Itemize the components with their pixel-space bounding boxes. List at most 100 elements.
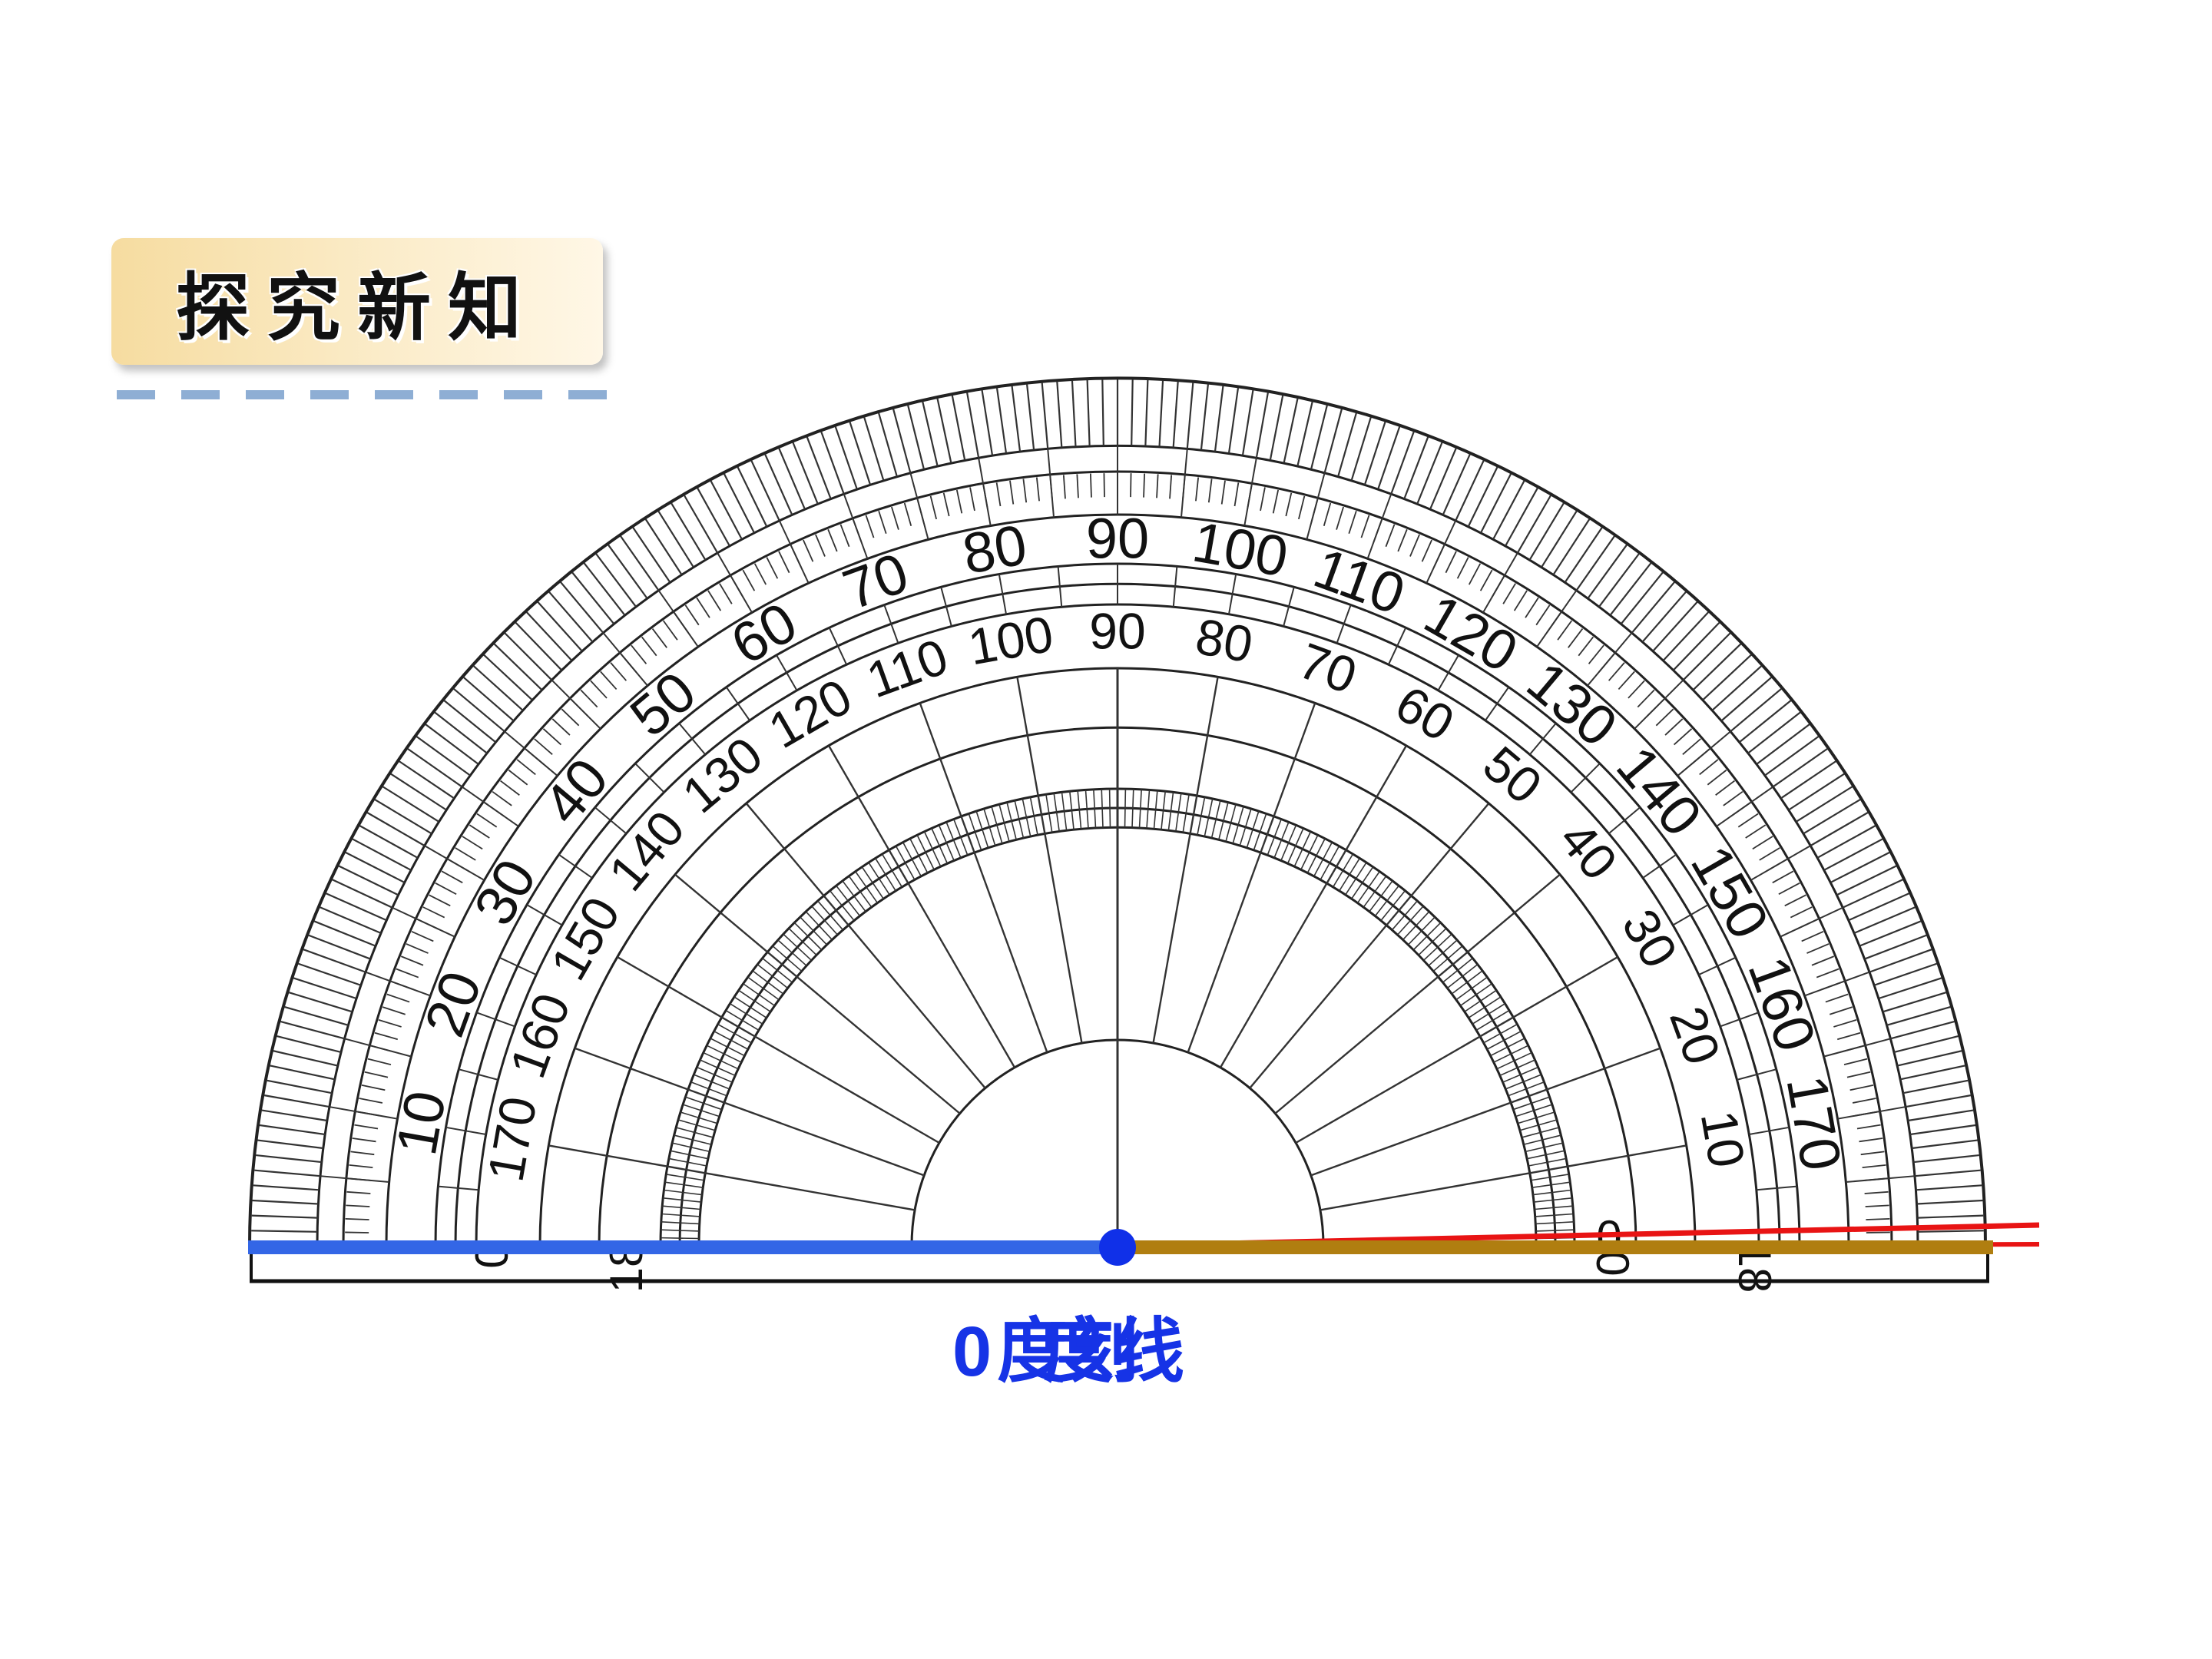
mid-degree-tick <box>500 780 520 796</box>
outer-degree-tick <box>697 487 730 547</box>
inner-degree-tick <box>1522 1127 1559 1138</box>
outer-degree-tick <box>338 865 399 896</box>
mid-degree-tick <box>1445 551 1457 574</box>
mid-degree-tick <box>1182 475 1186 500</box>
mid-degree-tick <box>492 790 512 806</box>
mid-degree-tick <box>346 1204 370 1207</box>
radial-ten-degree-line <box>1310 1047 1661 1177</box>
mid-degree-tick <box>1348 510 1357 534</box>
outer-degree-tick <box>1842 879 1903 909</box>
mid-degree-tick <box>1833 1019 1857 1028</box>
outer-degree-tick <box>493 643 543 690</box>
outer-degree-tick <box>632 527 671 583</box>
outer-degree-tick <box>1893 1035 1959 1053</box>
outer-degree-tick <box>1830 851 1890 883</box>
mid-degree-tick <box>803 539 814 562</box>
inner-degree-tick <box>690 1081 727 1097</box>
inner-degree-tick <box>916 834 935 870</box>
mid-degree-tick <box>1715 780 1735 796</box>
mid-degree-tick <box>641 636 657 657</box>
radial-ten-degree-line <box>1249 803 1490 1089</box>
mid-degree-tick <box>1310 499 1319 523</box>
outer-degree-tick <box>1492 480 1525 540</box>
inner-band-tick <box>1720 1012 1759 1028</box>
inner-band-tick <box>558 853 593 879</box>
outer-degree-tick <box>284 1006 349 1026</box>
outer-degree-tick <box>1796 786 1853 823</box>
outer-degree-tick <box>1652 601 1698 652</box>
outer-degree-tick <box>548 591 594 643</box>
mid-degree-tick <box>1849 1084 1874 1091</box>
mid-degree-tick <box>1433 545 1445 568</box>
inner-degree-tick <box>1077 790 1082 830</box>
outer-degree-tick <box>1711 665 1763 711</box>
mid-degree-tick <box>1825 993 1849 1003</box>
inner-degree-tick <box>1061 792 1068 831</box>
outer-degree-tick <box>504 632 552 680</box>
mid-degree-tick <box>1456 557 1469 579</box>
inner-degree-tick <box>909 838 929 873</box>
inner-degree-tick <box>793 922 823 951</box>
inner-degree-tick <box>1267 819 1282 856</box>
inner-degree-tick <box>923 831 942 867</box>
inner-scale-label: 160 <box>498 986 581 1085</box>
inner-degree-tick <box>1286 828 1304 864</box>
mid-degree-tick <box>1673 728 1693 746</box>
mid-degree-tick <box>1502 583 1516 604</box>
mid-degree-tick <box>1855 1111 1879 1117</box>
inner-scale-label: 90 <box>1089 602 1145 659</box>
mid-degree-tick <box>391 981 415 991</box>
outer-degree-tick <box>293 977 357 1000</box>
outer-scale-label: 60 <box>720 590 807 677</box>
outer-degree-tick <box>259 1124 326 1136</box>
outer-degree-tick <box>1788 773 1845 811</box>
inner-scale-label: 50 <box>1473 735 1553 815</box>
inner-degree-tick <box>1124 789 1127 828</box>
outer-degree-tick <box>1905 1094 1972 1108</box>
mid-degree-tick <box>542 728 562 746</box>
mid-degree-tick <box>1790 906 1813 919</box>
mid-degree-tick <box>1866 1217 1890 1220</box>
outer-degree-tick <box>1416 442 1443 505</box>
inner-degree-tick <box>762 957 793 983</box>
mid-degree-tick <box>1840 1045 1864 1053</box>
outer-degree-tick <box>352 838 412 871</box>
inner-band-tick <box>1437 654 1459 691</box>
protractor-ticks <box>251 379 1984 1247</box>
inner-degree-tick <box>805 911 833 940</box>
outer-degree-tick <box>737 466 768 527</box>
inner-band-tick <box>526 904 563 926</box>
outer-degree-tick <box>257 1139 323 1150</box>
outer-degree-tick <box>1011 386 1022 452</box>
outer-degree-tick <box>1609 562 1652 616</box>
outer-degree-tick <box>298 962 362 986</box>
mid-degree-tick <box>955 489 963 514</box>
outer-degree-tick <box>1241 389 1254 456</box>
inner-degree-tick <box>663 1197 702 1203</box>
mid-degree-tick <box>441 870 463 884</box>
mid-degree-tick <box>1859 1137 1883 1143</box>
mid-degree-tick <box>476 813 498 828</box>
mid-degree-tick <box>600 671 618 690</box>
mid-degree-tick <box>1578 636 1594 657</box>
inner-degree-tick <box>855 871 879 904</box>
outer-scale-label: 20 <box>412 963 494 1045</box>
outer-degree-tick <box>1739 700 1792 743</box>
inner-degree-tick <box>1532 1189 1571 1196</box>
outer-degree-tick <box>1186 382 1194 449</box>
mid-degree-tick <box>354 1124 379 1130</box>
outer-degree-tick <box>462 677 515 722</box>
mid-degree-tick <box>766 557 779 579</box>
inner-degree-tick <box>676 1127 714 1138</box>
inner-degree-tick <box>1293 831 1312 867</box>
inner-degree-tick <box>661 1229 700 1232</box>
outer-degree-tick <box>1917 1230 1984 1233</box>
mid-degree-tick <box>1022 478 1028 503</box>
inner-band-tick <box>1485 687 1510 721</box>
inner-degree-tick <box>1246 810 1260 848</box>
outer-scale-label: 130 <box>1515 649 1629 759</box>
outer-scale-label: 30 <box>462 849 548 935</box>
outer-degree-tick <box>922 401 939 466</box>
mid-degree-tick <box>730 576 744 598</box>
mid-degree-tick <box>1260 487 1266 512</box>
